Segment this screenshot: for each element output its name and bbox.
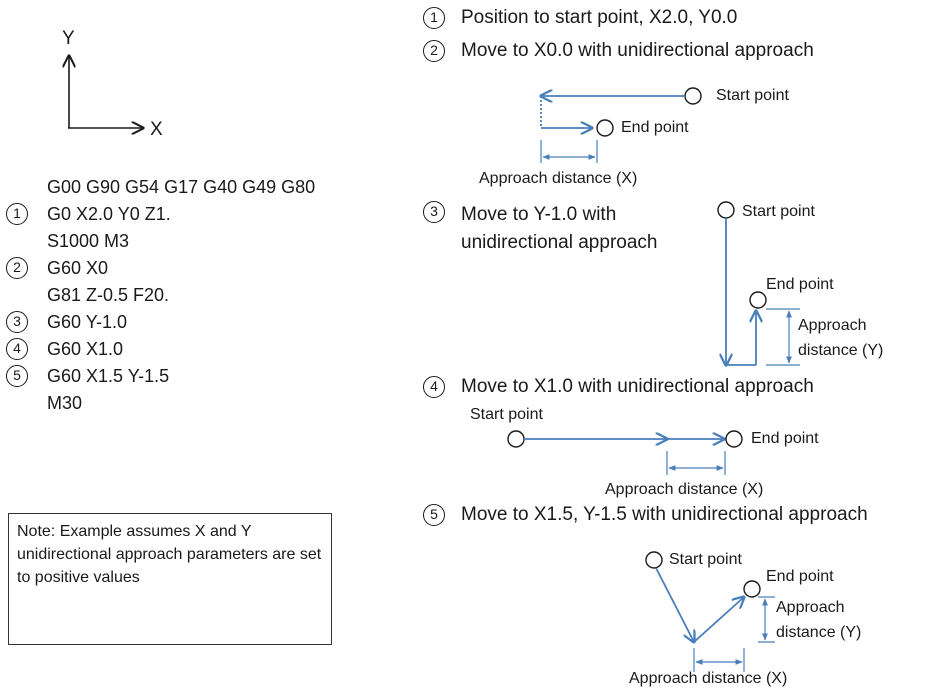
approach-distance-y-label: distance (Y) [798, 342, 884, 359]
code-line: G60 X1.0 [47, 339, 124, 359]
code-line: S1000 M3 [47, 231, 130, 251]
step-text: Move to X0.0 with unidirectional approac… [461, 40, 814, 61]
approach-distance-x-label: Approach distance (X) [479, 170, 638, 187]
step-text: Position to start point, X2.0, Y0.0 [461, 7, 738, 28]
code-line: G00 G90 G54 G17 G40 G49 G80 [47, 177, 316, 197]
step-text: Move to X1.5, Y-1.5 with unidirectional … [461, 504, 868, 525]
approach-distance-y-label: Approach [776, 599, 845, 616]
diagram-step-5 [645, 551, 775, 672]
code-line: G60 X0 [47, 258, 109, 278]
start-point-marker [645, 551, 663, 569]
step-text: Move to Y-1.0 with unidirectional approa… [461, 204, 658, 253]
code-line: G60 X1.5 Y-1.5 [47, 366, 170, 386]
line-number-badge: 3 [6, 311, 28, 333]
line-number-badge: 5 [6, 365, 28, 387]
x-axis-label: X [150, 119, 163, 140]
y-axis-label: Y [62, 28, 75, 49]
step-number-badge: 4 [423, 376, 445, 398]
rapid-path [655, 567, 694, 642]
diagram-step-4 [507, 430, 743, 475]
end-point-marker [596, 119, 614, 137]
start-point-label: Start point [716, 87, 789, 104]
diagram-step-2 [541, 87, 702, 163]
approach-distance-x-label: Approach distance (X) [605, 481, 764, 498]
step-number-badge: 1 [423, 7, 445, 29]
diagram-step-3 [717, 201, 800, 365]
start-point-marker [717, 201, 735, 219]
end-point-marker [725, 430, 743, 448]
approach-distance-x-label: Approach distance (X) [629, 670, 788, 687]
end-point-label: End point [766, 568, 834, 585]
step-number-badge: 5 [423, 504, 445, 526]
approach-distance-y-label: distance (Y) [776, 624, 862, 641]
end-point-marker [749, 291, 767, 309]
code-line: G60 Y-1.0 [47, 312, 128, 332]
start-point-label: Start point [742, 203, 815, 220]
start-point-label: Start point [470, 406, 543, 423]
start-point-label: Start point [669, 551, 742, 568]
note-box: Note: Example assumes X and Y unidirecti… [8, 513, 332, 645]
code-line: M30 [47, 393, 83, 413]
line-number-badge: 2 [6, 257, 28, 279]
step-number-badge: 2 [423, 40, 445, 62]
start-point-marker [684, 87, 702, 105]
line-number-badge: 1 [6, 203, 28, 225]
code-line: G0 X2.0 Y0 Z1. [47, 204, 171, 224]
approach-distance-y-label: Approach [798, 317, 867, 334]
end-point-label: End point [751, 430, 819, 447]
start-point-marker [507, 430, 525, 448]
line-number-badge: 4 [6, 338, 28, 360]
code-line: G81 Z-0.5 F20. [47, 285, 170, 305]
step-number-badge: 3 [423, 201, 445, 223]
end-point-marker [743, 580, 761, 598]
step-text: Move to X1.0 with unidirectional approac… [461, 376, 814, 397]
end-point-label: End point [621, 119, 689, 136]
approach-path [693, 597, 744, 643]
end-point-label: End point [766, 276, 834, 293]
